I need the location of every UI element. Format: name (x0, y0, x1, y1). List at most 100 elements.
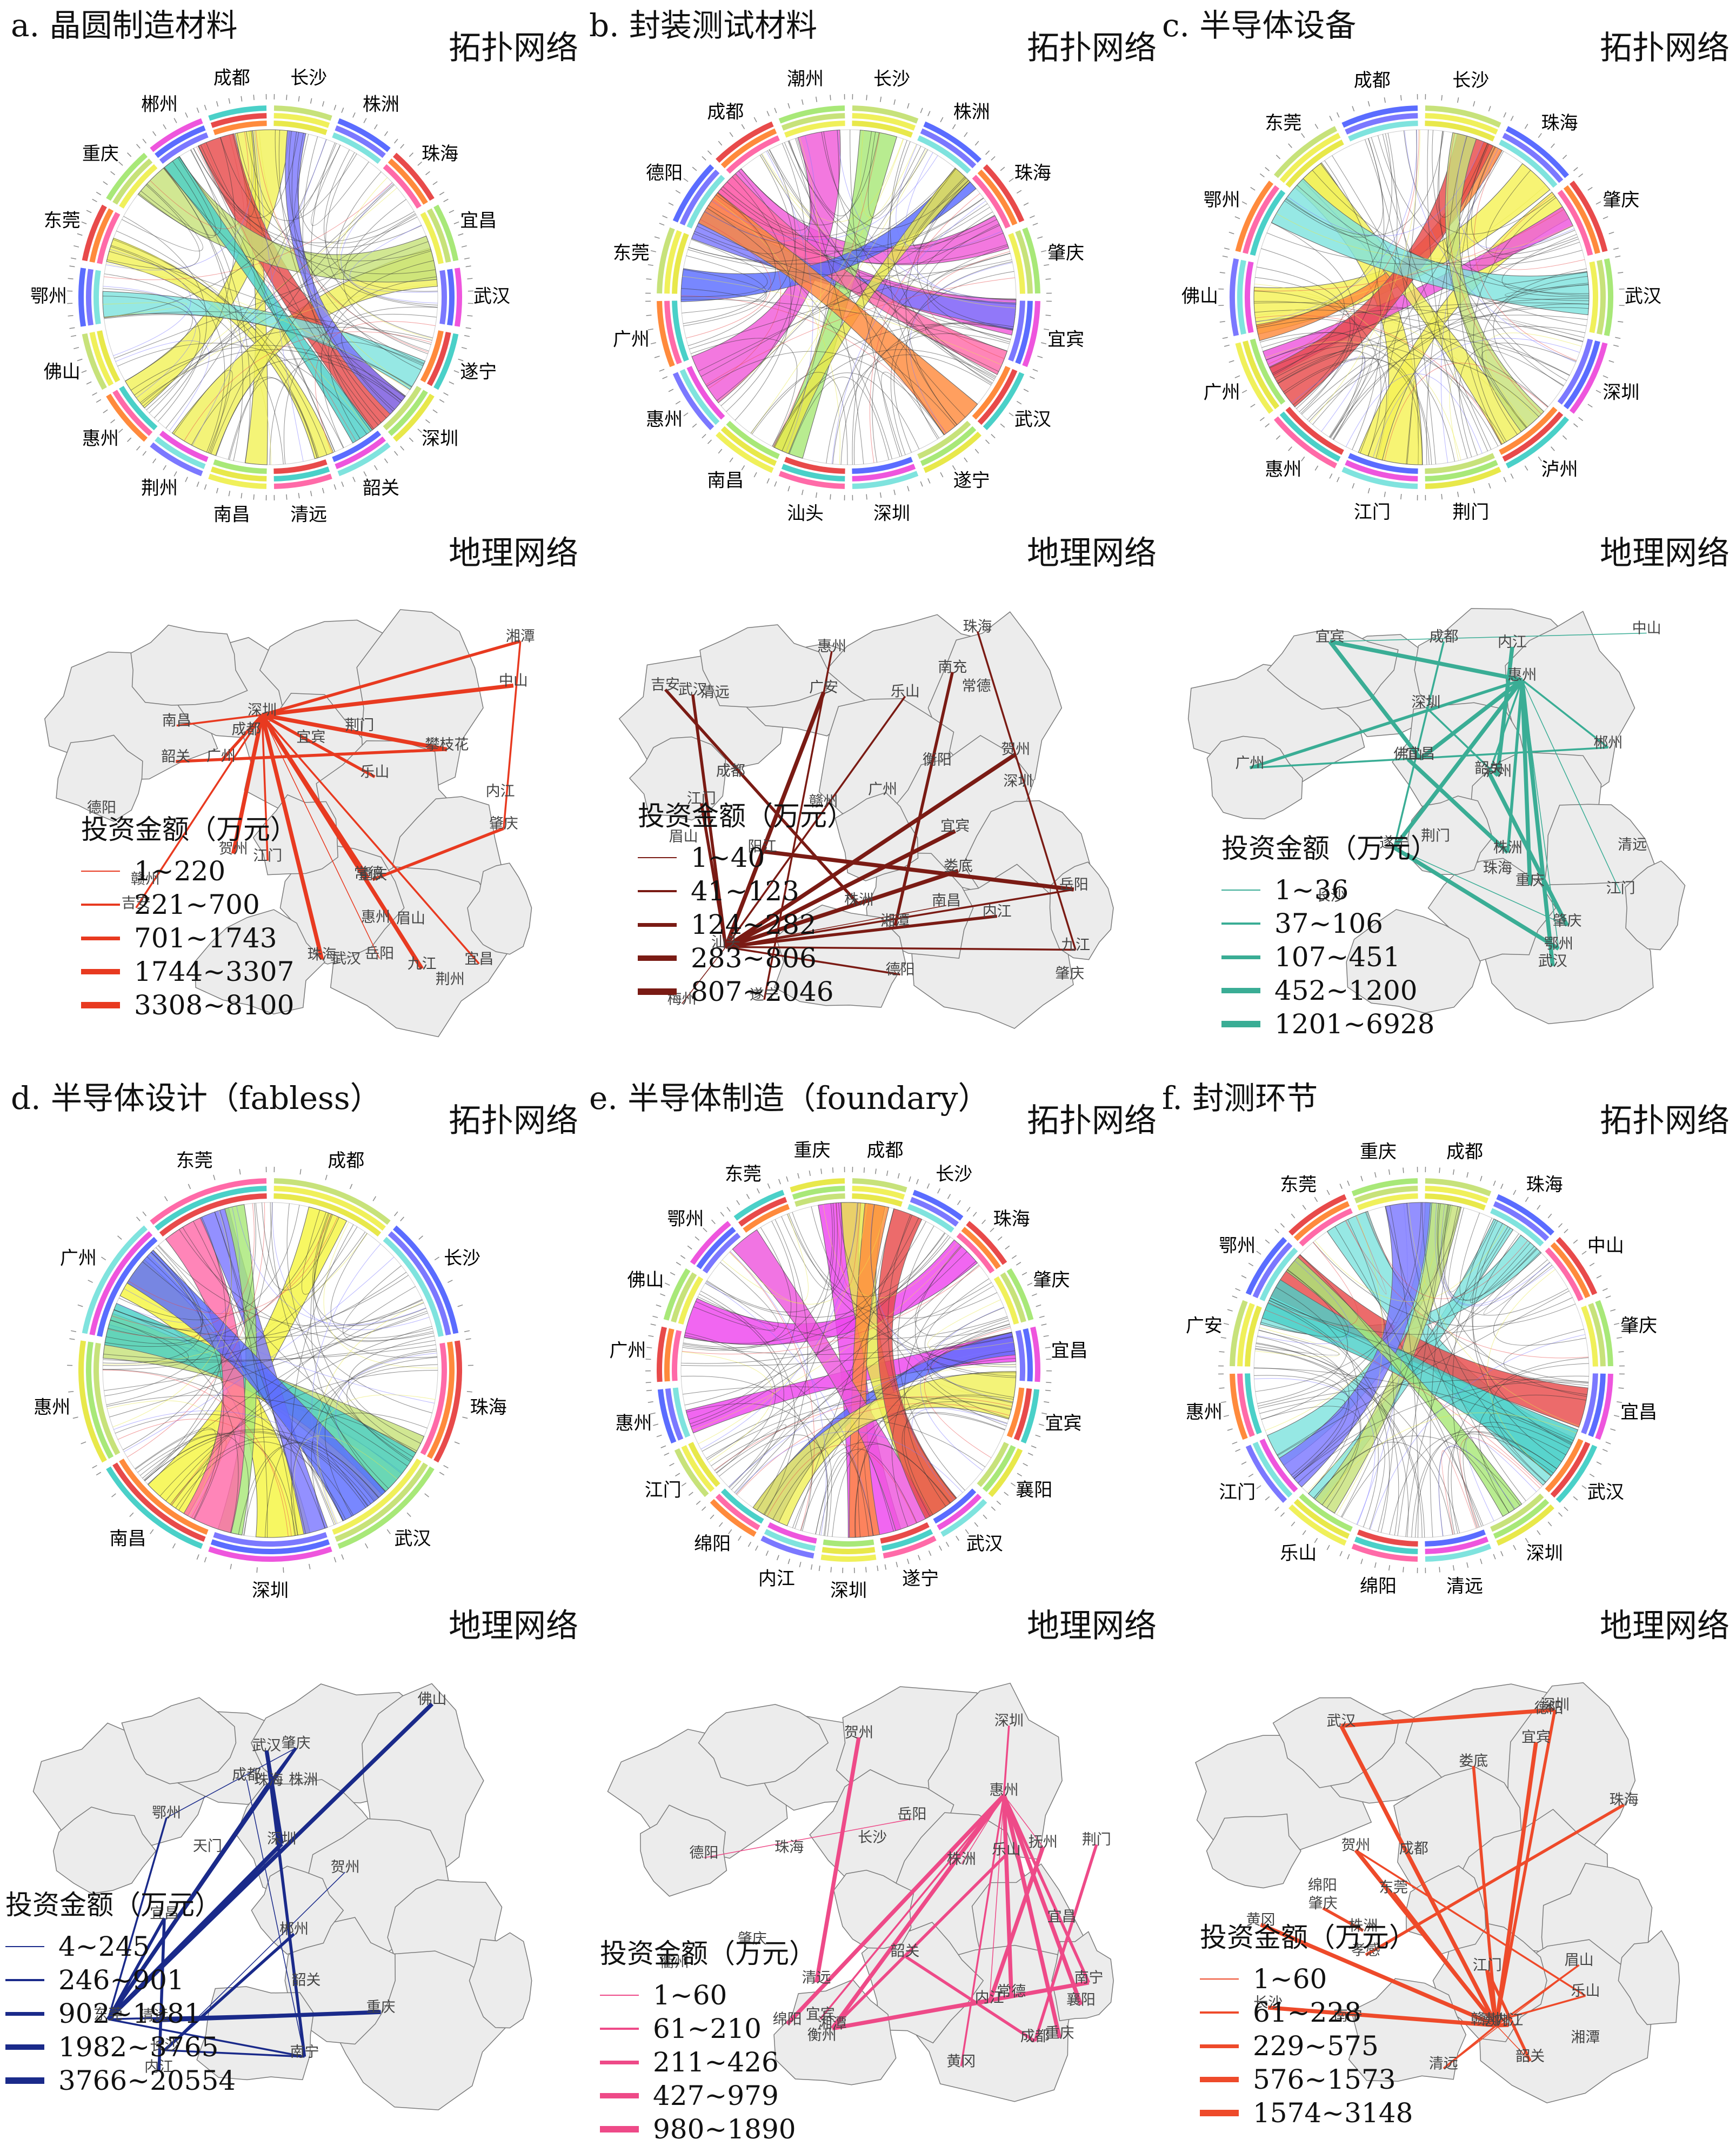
chord-tick (1403, 1567, 1404, 1573)
map-city-label: 襄阳 (1066, 1992, 1096, 2009)
chord-tick (449, 382, 454, 384)
chord-tick (1033, 369, 1038, 371)
geographic-network-label: 地理网络 (449, 1600, 578, 1647)
chord-tick (799, 1562, 800, 1567)
chord-node-label: 惠州 (1265, 459, 1301, 480)
chord-tick (1573, 1496, 1578, 1500)
chord-tick (283, 1567, 284, 1573)
chord-node-label: 成都 (866, 1140, 903, 1161)
chord-tick (975, 449, 978, 453)
chord-tick (1473, 101, 1475, 106)
map-city-label: 肇庆 (1308, 1895, 1338, 1912)
chord-tick (1597, 1462, 1601, 1465)
chord-tick (816, 492, 817, 498)
chord-node-label: 鄂州 (1219, 1235, 1256, 1257)
chord-tick (768, 1184, 770, 1188)
map-city-label: 南宁 (1074, 1970, 1104, 1987)
chord-tick (707, 440, 711, 444)
chord-node-label: 肇庆 (1620, 1315, 1657, 1337)
geographic-network-label: 地理网络 (1027, 1600, 1157, 1647)
map-city-label: 内江 (1498, 634, 1527, 651)
chord-tick (1548, 1522, 1551, 1526)
map-city-label: 吉安 (651, 677, 680, 693)
chord-tick (150, 1529, 153, 1534)
chord-tick (652, 1316, 658, 1318)
chord-tick (738, 1536, 741, 1540)
chord-tick (311, 98, 312, 104)
chord-node-label: 佛山 (44, 362, 81, 383)
chord-tick (464, 258, 470, 259)
map-city-label: 眉山 (396, 911, 425, 927)
chord-tick (1513, 1190, 1516, 1195)
chord-tick (1617, 1338, 1622, 1339)
chord-tick (458, 233, 463, 235)
chord-node-label: 长沙 (444, 1248, 480, 1269)
chord-node-label: 乐山 (1280, 1542, 1317, 1564)
chord-ring-segment (338, 445, 389, 474)
chord-tick (239, 1169, 241, 1174)
chord-node-label: 深圳 (1603, 382, 1639, 403)
chord-tick (1301, 133, 1305, 138)
chord-ring-segment (151, 445, 202, 474)
chord-tick (1303, 1530, 1306, 1535)
map-city-label: 湘潭 (1571, 2029, 1600, 2046)
chord-tick (676, 401, 680, 404)
chord-tick (467, 278, 472, 279)
legend-label: 1~36 (1274, 874, 1348, 906)
legend-label: 61~228 (1253, 1997, 1361, 2028)
chord-tick (986, 440, 990, 444)
chord-tick (69, 327, 75, 329)
chord-tick (655, 356, 660, 358)
geographic-network-label: 地理网络 (1600, 1600, 1730, 1647)
chord-tick (682, 1483, 686, 1486)
chord-node-label: 珠海 (470, 1397, 507, 1419)
chord-tick (1265, 1496, 1270, 1500)
chord-tick (1241, 1275, 1246, 1278)
map-city-label: 珠海 (1610, 1791, 1639, 1808)
chord-tick (1000, 424, 1005, 427)
map-city-label: 贺州 (844, 1724, 873, 1741)
chord-tick (692, 424, 697, 427)
map-city-label: 鄂州 (152, 1805, 181, 1822)
chord-tick (407, 1513, 411, 1516)
chord-tick (385, 131, 388, 136)
map-city-label: 佛山 (417, 1691, 446, 1708)
chord-tick (153, 459, 156, 463)
legend-swatch (638, 857, 677, 858)
chord-tick (1559, 1224, 1563, 1227)
legend-item: 1574~3148 (1200, 2096, 1416, 2130)
panel-title: d. 半导体设计（fabless） (11, 1073, 382, 1118)
chord-tick (788, 1559, 790, 1564)
chord-tick (920, 108, 923, 113)
chord-tick (1288, 447, 1292, 451)
chord-tick (1288, 144, 1292, 148)
map-city-label: 乐山 (360, 764, 389, 781)
chord-tick (253, 494, 254, 500)
chord-node-label: 清远 (1446, 1576, 1483, 1597)
chord-tick (777, 1555, 779, 1560)
chord-tick (101, 1257, 105, 1260)
chord-tick (917, 1179, 918, 1184)
chord-tick (880, 492, 882, 498)
chord-node-label: 宜宾 (1045, 1413, 1081, 1434)
chord-tick (695, 1236, 699, 1240)
chord-tick (663, 216, 667, 218)
chord-tick (809, 1171, 810, 1176)
chord-ring-segment (81, 268, 83, 326)
legend-item: 229~575 (1200, 2029, 1416, 2063)
chord-tick (1511, 116, 1513, 121)
chord-node-label: 长沙 (290, 68, 327, 89)
chord-tick (766, 1551, 768, 1556)
chord-node-label: 长沙 (1452, 70, 1489, 91)
chord-tick (1265, 424, 1270, 427)
chord-tick (82, 371, 86, 373)
chord-tick (1511, 474, 1513, 479)
map-city-label: 珠海 (308, 946, 337, 963)
chord-tick (118, 1236, 122, 1240)
chord-node-label: 中山 (1587, 1235, 1624, 1257)
legend-title: 投资金额（万元） (1221, 827, 1438, 866)
legend-item: 107~451 (1221, 940, 1438, 974)
chord-tick (466, 1339, 471, 1340)
chord-tick (718, 141, 722, 145)
